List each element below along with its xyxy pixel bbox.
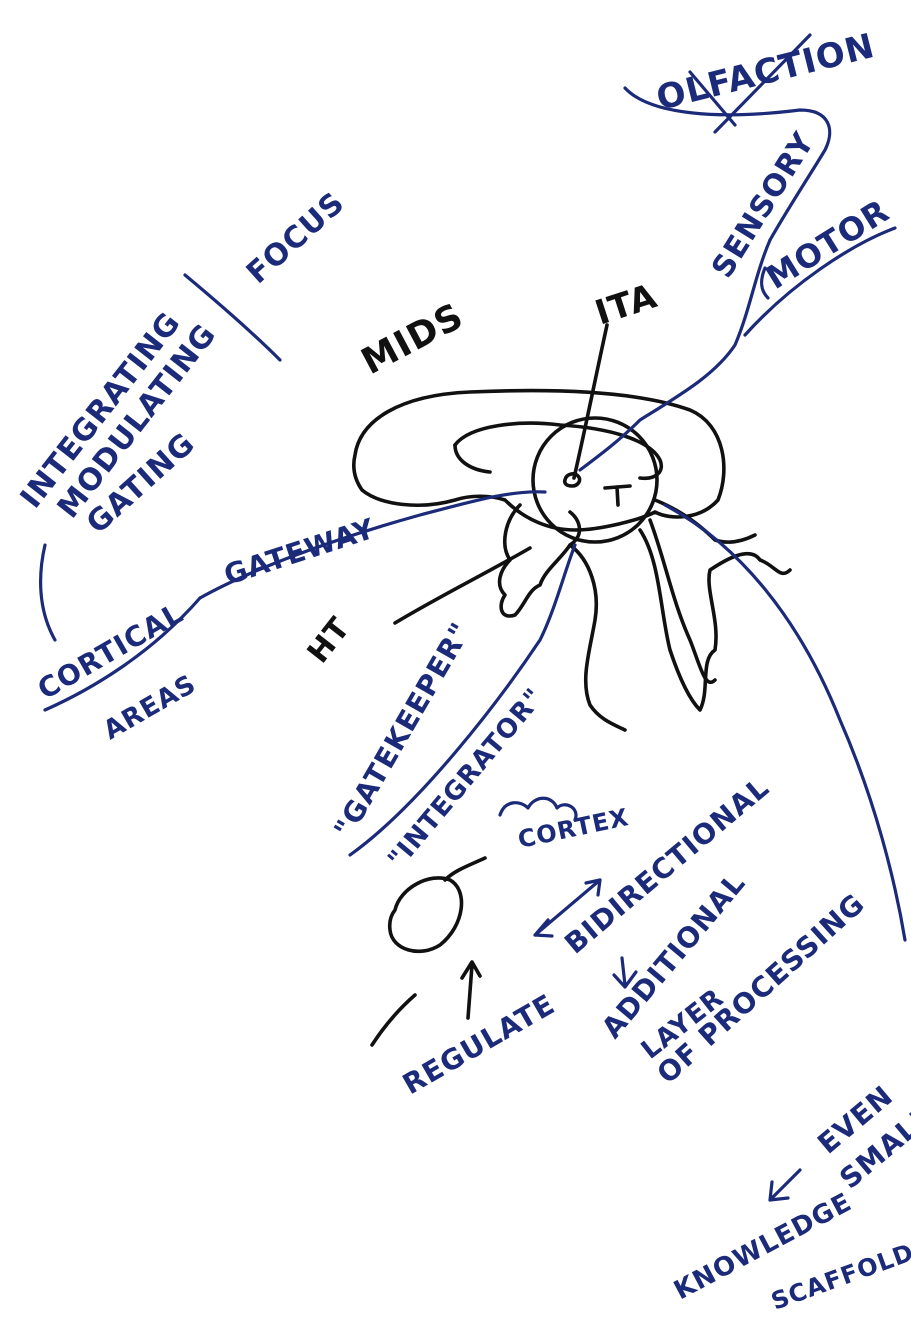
integrating-bracket xyxy=(41,545,55,640)
left-slash xyxy=(372,995,415,1045)
cell-stem xyxy=(445,858,485,880)
olfaction-label: OLFACTION xyxy=(653,26,879,119)
thalamus-o-mark xyxy=(565,474,580,486)
thalamus-circle xyxy=(533,418,657,542)
inner-arch xyxy=(455,445,490,472)
mids-label: MIDS xyxy=(355,296,471,383)
bidirectional-label: BIDIRECTIONAL xyxy=(558,771,775,961)
t-label-mark xyxy=(605,486,630,505)
ita-label: ITA xyxy=(590,276,662,333)
scaffold-arrow xyxy=(770,1170,800,1200)
cell-circle xyxy=(390,878,462,951)
regulate-sketch xyxy=(372,858,485,1045)
regulate-label: REGULATE xyxy=(397,987,561,1101)
sensory-to-thalamus xyxy=(580,240,770,470)
midbrain-outline xyxy=(570,545,625,730)
ht-label: HT xyxy=(301,611,358,670)
areas-label: AREAS xyxy=(99,669,202,746)
long-descending-line xyxy=(665,505,905,940)
gateway-label: GATEWAY xyxy=(220,512,379,592)
up-arrow xyxy=(462,962,480,1018)
focus-label: FOCUS xyxy=(240,185,352,291)
